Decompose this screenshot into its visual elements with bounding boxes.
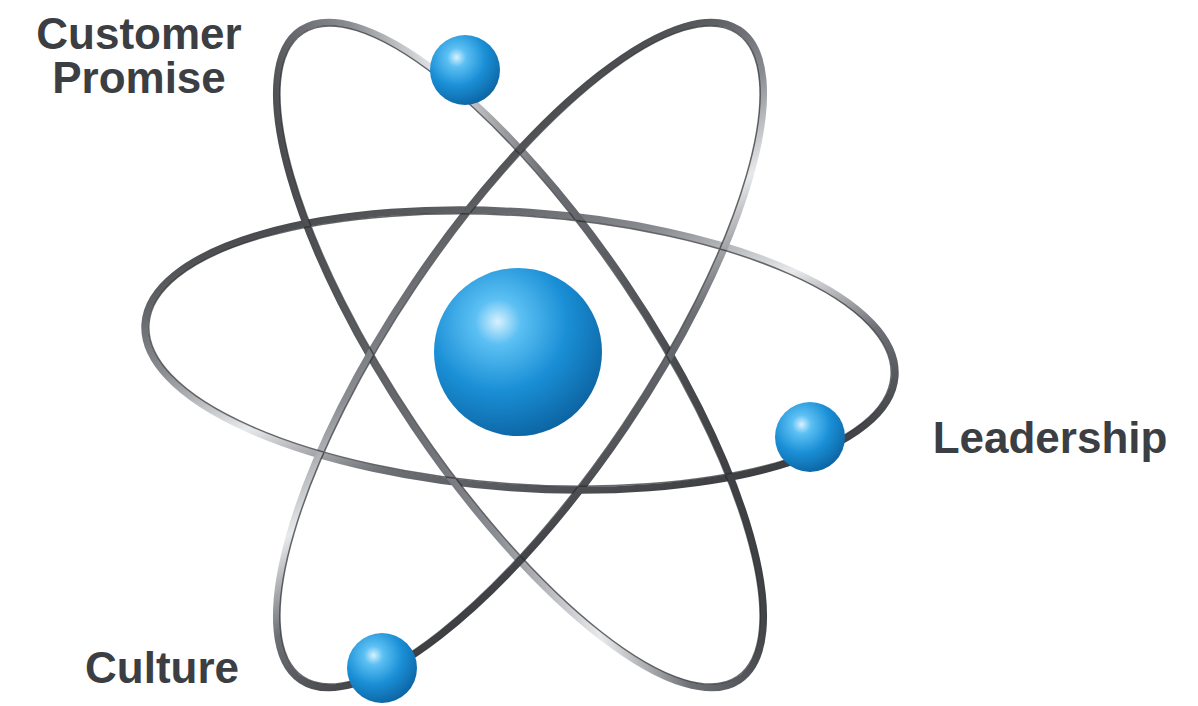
orbit-edge — [200, 0, 840, 706]
electron-sphere — [347, 633, 417, 703]
orbit-edges — [140, 0, 901, 706]
orbit-ring — [135, 186, 904, 514]
orbit-edge — [200, 0, 840, 706]
electron-sphere — [430, 35, 500, 105]
orbit-ring — [195, 0, 846, 706]
orbit-label: Culture — [52, 646, 272, 690]
orbit-edge — [140, 190, 901, 509]
label-holder: Culture — [52, 646, 272, 690]
orbit-label: Leadership — [910, 416, 1190, 460]
orbit-rings — [135, 0, 904, 706]
orbit-ring — [195, 0, 846, 706]
electron-sphere — [775, 402, 845, 472]
nucleus-sphere — [434, 268, 602, 436]
orbit-label: Customer Promise — [4, 12, 274, 100]
label-holder: Customer Promise — [4, 12, 274, 100]
label-holder: Leadership — [910, 416, 1190, 460]
